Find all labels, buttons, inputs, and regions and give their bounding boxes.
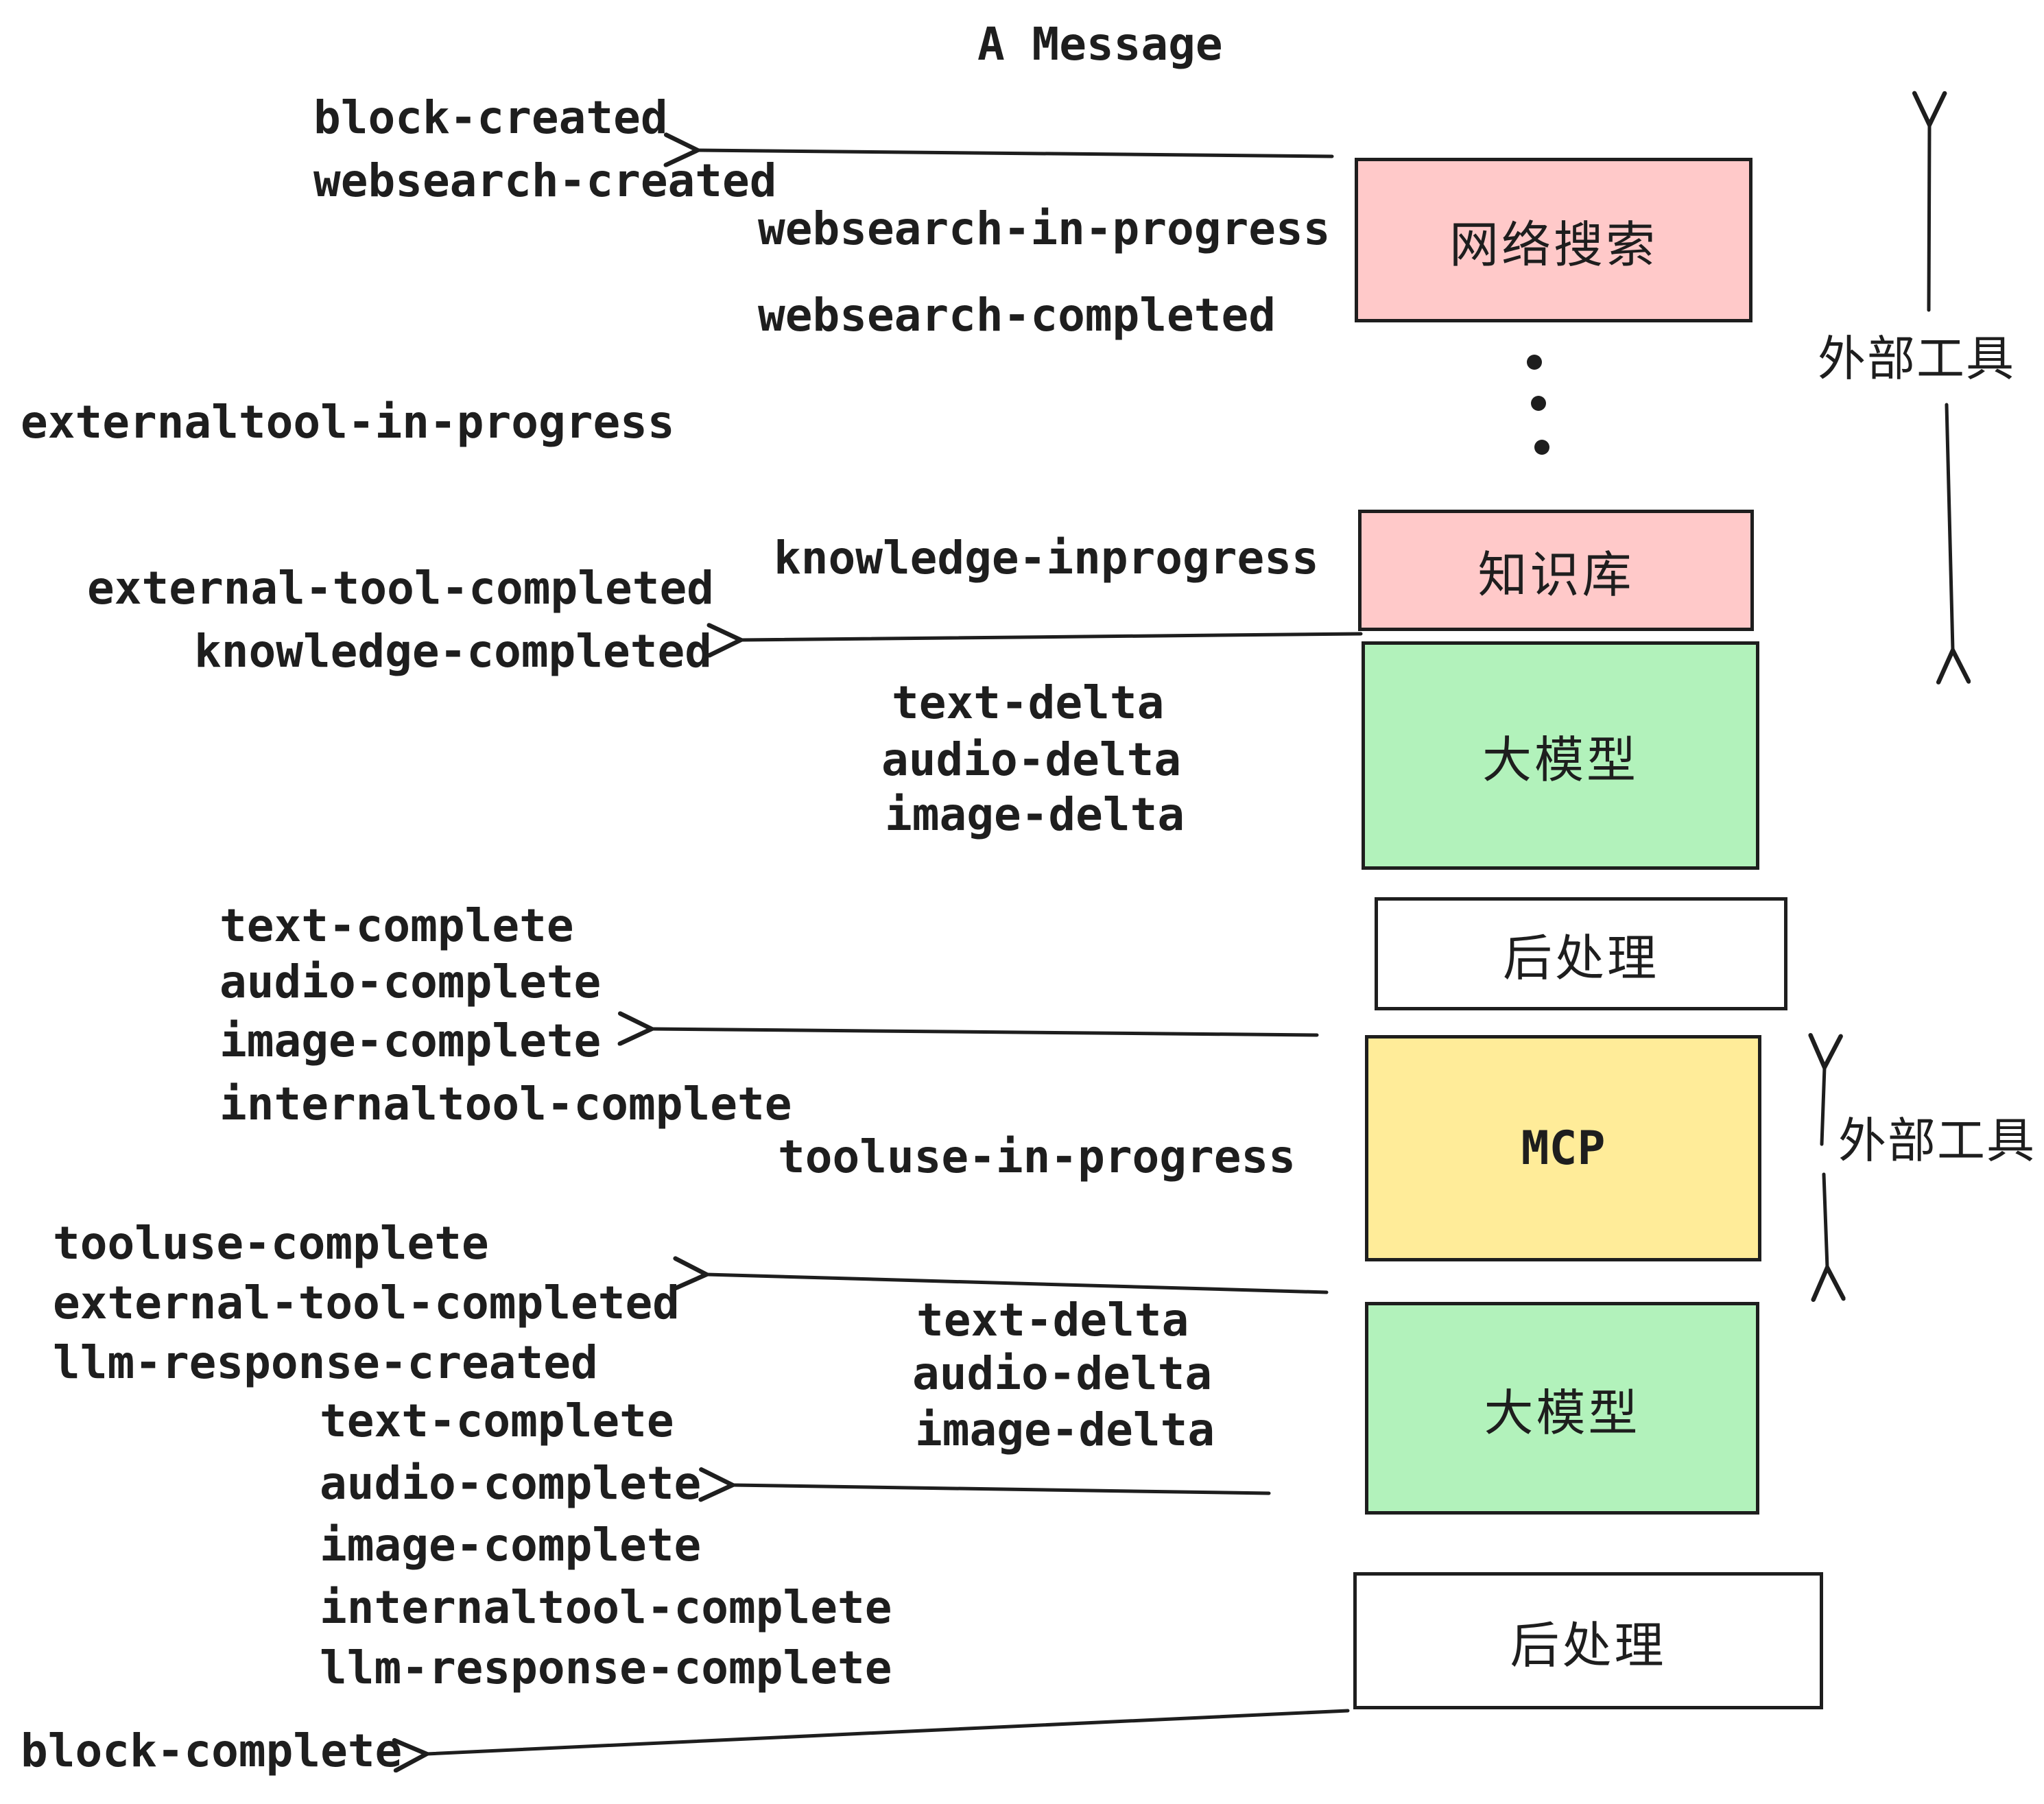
event-label-text-delta-2: text-delta — [916, 1294, 1189, 1346]
node-postprocess-1: 后处理 — [1375, 897, 1787, 1010]
event-label-image-complete-2: image-complete — [320, 1519, 702, 1571]
event-label-image-delta-2: image-delta — [915, 1403, 1215, 1456]
arrow-block-complete — [427, 1709, 1350, 1754]
diagram-title: A Message — [977, 18, 1223, 71]
node-llm-2: 大模型 — [1365, 1302, 1759, 1515]
event-label-block-complete: block-complete — [21, 1724, 403, 1777]
event-label-internaltool-complete-1: internaltool-complete — [219, 1078, 792, 1130]
event-label-audio-complete-1: audio-complete — [219, 956, 602, 1008]
arrow-audio-complete-2 — [733, 1485, 1271, 1493]
event-label-llm-response-complete: llm-response-complete — [320, 1641, 892, 1694]
node-mcp-label: MCP — [1521, 1121, 1606, 1176]
event-label-llm-response-created: llm-response-created — [53, 1336, 598, 1389]
event-label-text-complete-2: text-complete — [320, 1394, 674, 1447]
node-knowledge-base-label: 知识库 — [1477, 546, 1635, 604]
external-tools-bottom-down-arrow — [1824, 1172, 1827, 1268]
node-websearch-label: 网络搜索 — [1449, 215, 1658, 274]
node-mcp: MCP — [1365, 1035, 1761, 1261]
external-tools-top-down-arrow — [1947, 403, 1953, 650]
node-knowledge-base: 知识库 — [1358, 510, 1754, 631]
node-websearch: 网络搜索 — [1355, 158, 1752, 322]
node-llm-1-label: 大模型 — [1482, 731, 1639, 789]
external-tools-bottom-up-arrow — [1822, 1067, 1825, 1146]
event-label-audio-complete-2: audio-complete — [320, 1457, 702, 1510]
node-llm-1: 大模型 — [1362, 641, 1759, 870]
event-label-knowledge-completed: knowledge-completed — [194, 625, 712, 678]
node-postprocess-1-label: 后处理 — [1502, 929, 1659, 987]
node-llm-2-label: 大模型 — [1484, 1384, 1641, 1442]
event-label-external-tool-completed-1: external-tool-completed — [87, 562, 714, 615]
event-label-internaltool-complete-2: internaltool-complete — [320, 1581, 892, 1634]
event-label-knowledge-inprogress: knowledge-inprogress — [774, 532, 1319, 584]
event-label-audio-delta-1: audio-delta — [881, 733, 1182, 786]
event-label-external-tool-completed-2: external-tool-completed — [53, 1277, 680, 1329]
event-label-websearch-created: websearch-created — [313, 154, 777, 207]
event-label-text-delta-1: text-delta — [892, 676, 1165, 729]
event-label-audio-delta-2: audio-delta — [912, 1347, 1213, 1400]
node-postprocess-2-label: 后处理 — [1510, 1616, 1667, 1674]
external-tools-top-label: 外部工具 — [1818, 331, 2015, 387]
event-label-tooluse-complete: tooluse-complete — [53, 1217, 489, 1270]
event-label-websearch-in-progress: websearch-in-progress — [758, 202, 1331, 255]
event-label-tooluse-in-progress: tooluse-in-progress — [778, 1130, 1296, 1183]
node-postprocess-2: 后处理 — [1353, 1572, 1823, 1709]
ellipsis-dots — [1527, 355, 1549, 455]
event-label-image-delta-1: image-delta — [885, 788, 1185, 841]
external-tools-bottom-label: 外部工具 — [1838, 1113, 2036, 1169]
event-label-externaltool-in-progress: externaltool-in-progress — [21, 396, 675, 449]
arrow-websearch-created — [698, 150, 1334, 156]
arrow-image-complete-1 — [652, 1029, 1319, 1035]
event-label-image-complete-1: image-complete — [219, 1014, 602, 1067]
event-label-block-created: block-created — [313, 91, 668, 144]
event-label-websearch-completed: websearch-completed — [758, 289, 1276, 342]
arrow-tooluse-complete — [706, 1274, 1329, 1294]
arrow-knowledge-completed — [741, 634, 1363, 640]
event-label-text-complete-1: text-complete — [219, 899, 574, 952]
